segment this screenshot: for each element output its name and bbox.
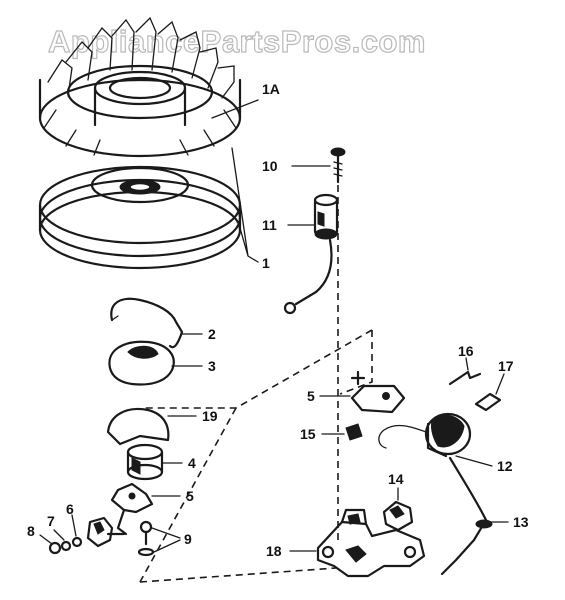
screw-washer[interactable] (137, 520, 155, 557)
leader-17 (465, 357, 469, 371)
leader-11 (455, 455, 493, 467)
callout-6: 6 (66, 501, 74, 517)
point-bracket[interactable] (382, 500, 414, 532)
mounting-bracket[interactable] (350, 370, 406, 414)
callout-1a: 1A (262, 81, 280, 97)
spring-wire[interactable] (448, 370, 482, 386)
leader-18 (495, 373, 505, 395)
flywheel[interactable] (38, 64, 242, 270)
leader-9 (151, 527, 181, 553)
primary-screw[interactable] (330, 147, 346, 184)
callout-13: 11 (262, 217, 277, 233)
callout-18: 17 (498, 358, 514, 374)
callout-17: 16 (458, 343, 474, 359)
wire-clip[interactable] (345, 423, 363, 441)
callout-15: 14 (388, 471, 404, 487)
callout-5b: 5 (307, 388, 315, 404)
callout-12: 13 (513, 514, 529, 530)
callout-5a: 5 (186, 488, 194, 504)
callout-2: 2 (208, 326, 216, 342)
nut-8[interactable] (48, 541, 62, 555)
callout-3: 3 (208, 358, 216, 374)
assembly-dash-lines (139, 185, 373, 583)
callout-9: 9 (184, 531, 192, 547)
watermark: AppliancePartsPros.com (48, 24, 426, 59)
callout-11: 12 (497, 458, 513, 474)
fan-fins (43, 16, 237, 156)
callout-4: 4 (188, 455, 196, 471)
callout-14: 18 (266, 543, 282, 559)
callout-7: 7 (47, 513, 55, 529)
leader-7 (53, 529, 65, 541)
base-plate[interactable] (316, 508, 426, 578)
callout-1: 1 (262, 255, 270, 271)
felt-pad[interactable] (474, 392, 502, 412)
leader-1 (231, 147, 259, 263)
callout-19: 19 (202, 408, 218, 424)
washer-6[interactable] (71, 536, 83, 548)
washer-7[interactable] (60, 540, 72, 552)
breaker-arm[interactable] (110, 482, 154, 536)
ground-wire[interactable] (283, 193, 339, 315)
ignition-coil[interactable] (378, 412, 472, 458)
leader-6 (71, 514, 77, 537)
lead-wire[interactable] (440, 456, 493, 576)
terminal-block[interactable] (86, 516, 126, 548)
condenser[interactable] (126, 443, 164, 481)
spring-clip[interactable] (110, 297, 184, 349)
callout-10: 10 (262, 158, 278, 174)
callout-16: 15 (300, 426, 316, 442)
leader-1a (211, 99, 259, 119)
point-cover[interactable] (108, 340, 175, 386)
callout-8: 8 (27, 523, 35, 539)
gasket[interactable] (106, 407, 170, 446)
leader-8 (39, 534, 53, 545)
